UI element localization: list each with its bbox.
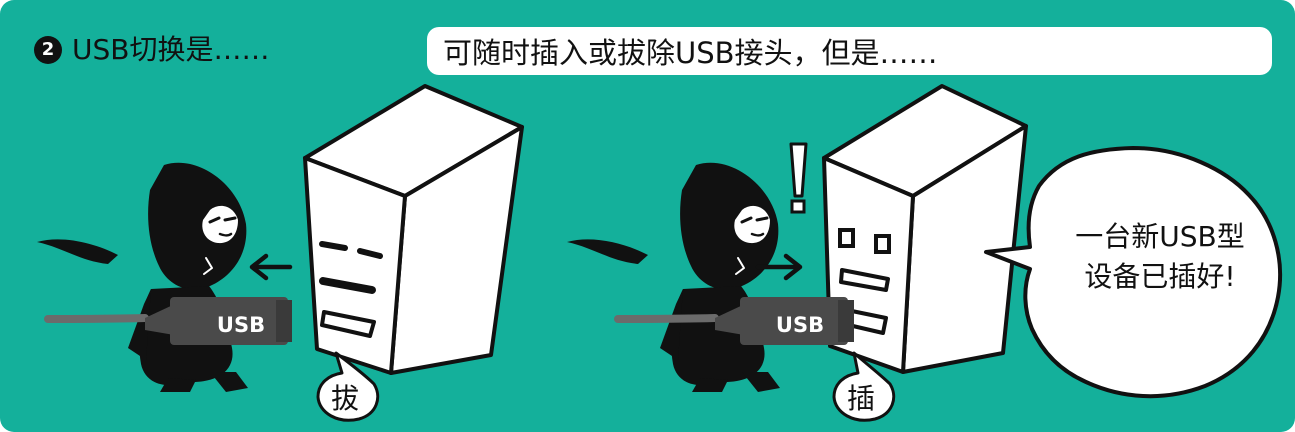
right-person-icon [567,162,780,392]
speech-bubble: 一台新USB型 设备已插好! [984,146,1283,399]
right-usb-plug-icon: USB [614,297,854,345]
left-arrow-icon [249,253,293,281]
left-computer-icon [303,84,524,375]
exclamation-mark-icon [789,142,808,214]
right-action-bubble: 插 [832,351,896,422]
left-person-icon [37,162,248,392]
speech-line-1: 一台新USB型 [1075,220,1244,253]
right-computer-icon [822,84,1028,374]
right-action-text: 插 [847,382,875,415]
speech-line-2: 设备已插好! [1084,260,1235,293]
panel-heading: 2 USB切换是…… [34,30,269,70]
step-number-badge: 2 [34,36,62,64]
right-plug-label: USB [776,313,824,337]
caption-banner: 可随时插入或拔除USB接头，但是…… [427,27,1272,75]
right-arrow-icon [755,253,803,281]
left-usb-plug-icon: USB [44,297,292,345]
left-plug-label: USB [217,313,265,337]
left-action-bubble: 拔 [316,351,380,422]
caption-text: 可随时插入或拔除USB接头，但是…… [443,36,938,70]
right-scene: USB 插 一台新USB型 设备已插好! [567,84,1283,422]
heading-title: USB切换是…… [72,33,270,66]
left-action-text: 拔 [331,382,359,415]
left-scene: USB 拔 [37,84,524,422]
